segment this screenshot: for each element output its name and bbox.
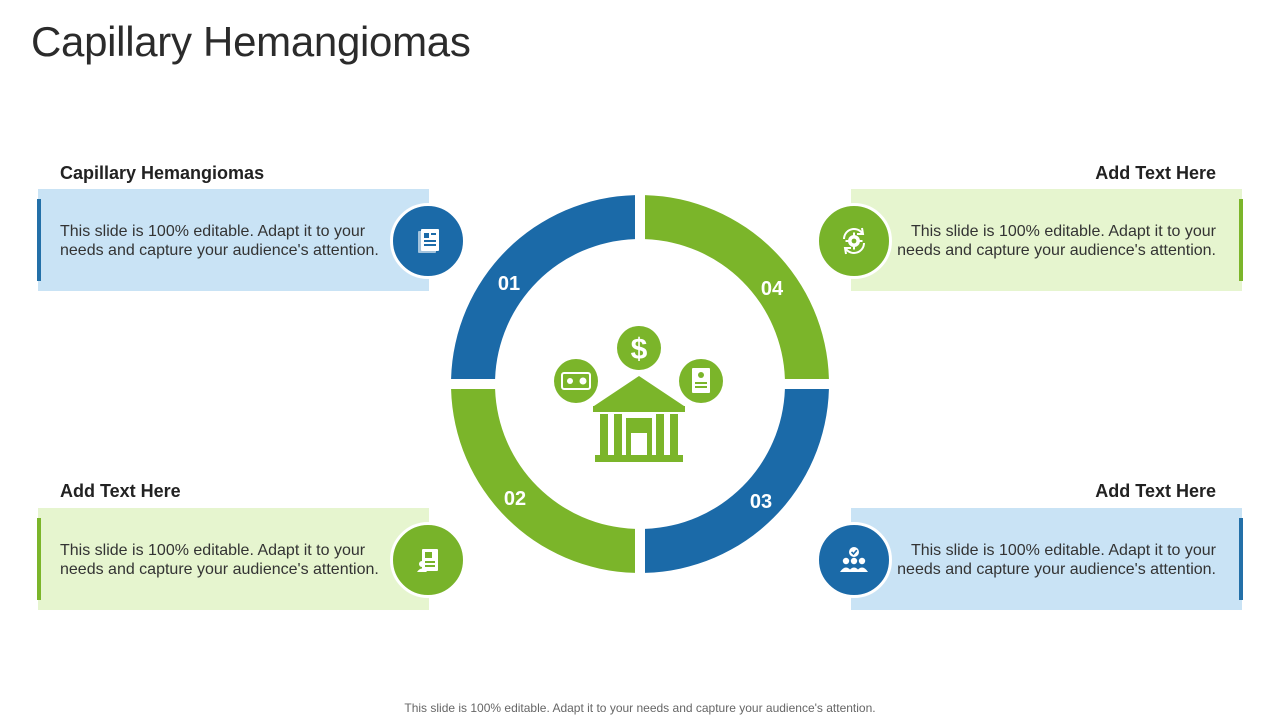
clipboard-icon	[390, 522, 466, 598]
page-title: Capillary Hemangiomas	[31, 18, 471, 65]
segment-label-02: 02	[504, 488, 526, 510]
card-4-text-line2: needs and capture your audience's attent…	[897, 242, 1216, 259]
card-4-text-line1: This slide is 100% editable. Adapt it to…	[910, 223, 1216, 240]
card-1-heading: Capillary Hemangiomas	[60, 163, 265, 183]
card-3-text: This slide is 100% editable. Adapt it to…	[886, 541, 1216, 579]
card-4-text: This slide is 100% editable. Adapt it to…	[886, 222, 1216, 260]
footer-note: This slide is 100% editable. Adapt it to…	[404, 701, 876, 715]
card-4-heading: Add Text Here	[1095, 163, 1216, 183]
gear-refresh-icon	[816, 203, 892, 279]
ring-segment-01	[451, 195, 635, 379]
card-3-text-line2: needs and capture your audience's attent…	[897, 561, 1216, 578]
card-1-text-line1: This slide is 100% editable. Adapt it to…	[60, 223, 366, 240]
segment-label-03: 03	[750, 491, 772, 513]
card-2-box	[38, 508, 429, 610]
card-1-box	[38, 189, 429, 291]
ring-segment-02	[451, 389, 635, 573]
card-3-box	[851, 508, 1242, 610]
card-4-accent-bar	[1239, 199, 1243, 281]
card-3-heading: Add Text Here	[1095, 481, 1216, 501]
card-1-text-line2: needs and capture your audience's attent…	[60, 242, 379, 259]
card-3-text-line1: This slide is 100% editable. Adapt it to…	[910, 542, 1216, 559]
segment-label-04: 04	[761, 278, 784, 300]
document-icon	[390, 203, 466, 279]
ring-segment-03	[645, 389, 829, 573]
team-check-icon	[816, 522, 892, 598]
card-1-text: This slide is 100% editable. Adapt it to…	[60, 222, 390, 260]
card-2-text-line1: This slide is 100% editable. Adapt it to…	[60, 542, 366, 559]
svg-text:$: $	[631, 333, 648, 366]
card-3-accent-bar	[1239, 518, 1243, 600]
card-4-box	[851, 189, 1242, 291]
card-2-text-line2: needs and capture your audience's attent…	[60, 561, 379, 578]
segment-label-01: 01	[498, 273, 520, 295]
bank-with-money-icon: $	[554, 326, 723, 462]
card-2-text: This slide is 100% editable. Adapt it to…	[60, 541, 390, 579]
card-2-heading: Add Text Here	[60, 481, 181, 501]
card-1-accent-bar	[37, 199, 41, 281]
card-2-accent-bar	[37, 518, 41, 600]
ring-segment-04	[645, 195, 829, 379]
